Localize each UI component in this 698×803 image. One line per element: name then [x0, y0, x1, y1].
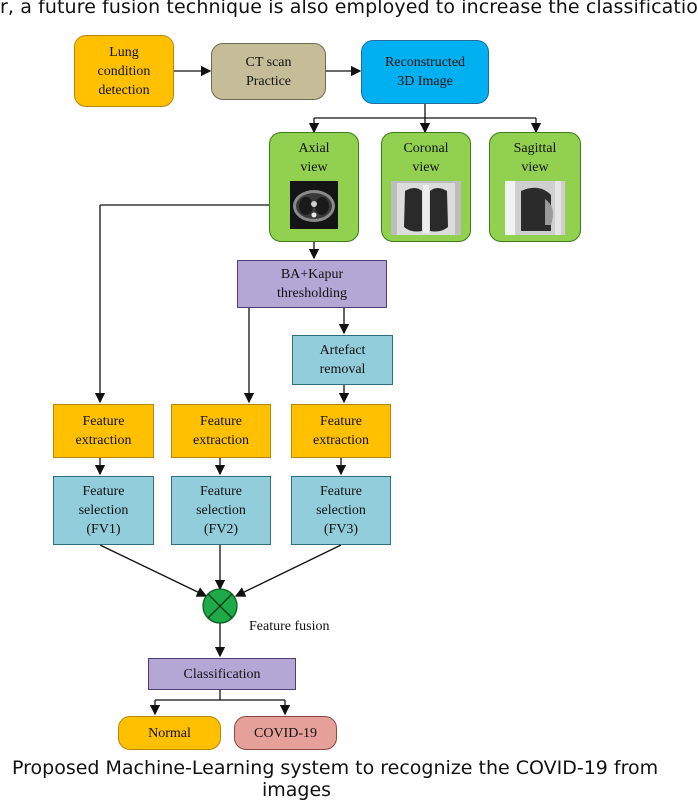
- node-label: Artefact: [319, 343, 366, 358]
- node-label: Reconstructed: [384, 55, 466, 70]
- feature-extraction-box-1: Feature extraction: [53, 404, 154, 458]
- feature-selection-fv3-box: Feature selection (FV3): [291, 476, 391, 545]
- node-label: 3D Image: [397, 74, 453, 89]
- coronal-view-box: Coronal view: [381, 132, 471, 242]
- reconstructed-3d-image-box: Reconstructed 3D Image: [361, 40, 489, 104]
- circled-x-icon: [202, 588, 238, 624]
- node-label: extraction: [193, 433, 249, 448]
- ct-axial-image: [290, 181, 338, 229]
- sagittal-view-box: Sagittal view: [489, 132, 581, 242]
- feature-extraction-box-2: Feature extraction: [171, 404, 271, 458]
- normal-output-box: Normal: [118, 716, 221, 750]
- ba-kapur-thresholding-box: BA+Kapur thresholding: [237, 260, 387, 308]
- feature-selection-fv1-box: Feature selection (FV1): [53, 476, 154, 545]
- node-label: condition: [97, 63, 151, 79]
- node-label: Feature: [200, 484, 242, 499]
- node-label: CT scan: [245, 54, 292, 70]
- node-label: (FV3): [323, 522, 359, 537]
- node-label: Feature: [320, 414, 362, 429]
- node-label: Lung: [109, 44, 139, 60]
- node-label: BA+Kapur: [280, 267, 344, 282]
- node-label: thresholding: [277, 286, 347, 301]
- artefact-removal-box: Artefact removal: [292, 335, 393, 385]
- node-label: Sagittal: [513, 141, 557, 156]
- node-label: Feature: [82, 484, 125, 499]
- node-label: (FV1): [86, 522, 121, 537]
- feature-fusion-label: Feature fusion: [249, 619, 330, 634]
- node-label: detection: [98, 82, 150, 98]
- covid-19-output-box: COVID-19: [234, 716, 337, 750]
- feature-extraction-box-3: Feature extraction: [291, 404, 391, 458]
- node-label: Axial: [298, 141, 330, 156]
- axial-view-box: Axial view: [269, 132, 359, 242]
- node-label: Feature: [320, 484, 362, 499]
- top-text: r, a future fusion technique is also emp…: [0, 0, 698, 18]
- node-label: view: [521, 160, 549, 175]
- node-label: Coronal: [403, 141, 449, 156]
- lung-condition-detection-box: Lung condition detection: [74, 35, 174, 107]
- node-label: selection: [78, 503, 129, 518]
- ct-coronal-image: [391, 181, 461, 235]
- node-label: COVID-19: [254, 725, 317, 741]
- node-label: selection: [196, 503, 246, 518]
- node-label: view: [300, 160, 328, 175]
- node-label: (FV2): [203, 522, 239, 537]
- node-label: Practice: [245, 73, 292, 89]
- node-label: Normal: [148, 725, 191, 741]
- node-label: removal: [319, 362, 366, 377]
- classification-box: Classification: [148, 658, 296, 690]
- node-label: Classification: [183, 666, 261, 682]
- node-label: extraction: [75, 433, 132, 448]
- feature-selection-fv2-box: Feature selection (FV2): [171, 476, 271, 545]
- figure-caption-line-1: Proposed Machine-Learning system to reco…: [12, 757, 659, 779]
- ct-sagittal-image: [505, 181, 565, 235]
- connector-lines: [94, 65, 542, 716]
- node-label: extraction: [313, 433, 369, 448]
- node-label: Feature: [200, 414, 242, 429]
- node-label: Feature: [82, 414, 125, 429]
- node-label: selection: [316, 503, 366, 518]
- node-label: view: [412, 160, 440, 175]
- figure-caption-line-2: images: [262, 779, 332, 801]
